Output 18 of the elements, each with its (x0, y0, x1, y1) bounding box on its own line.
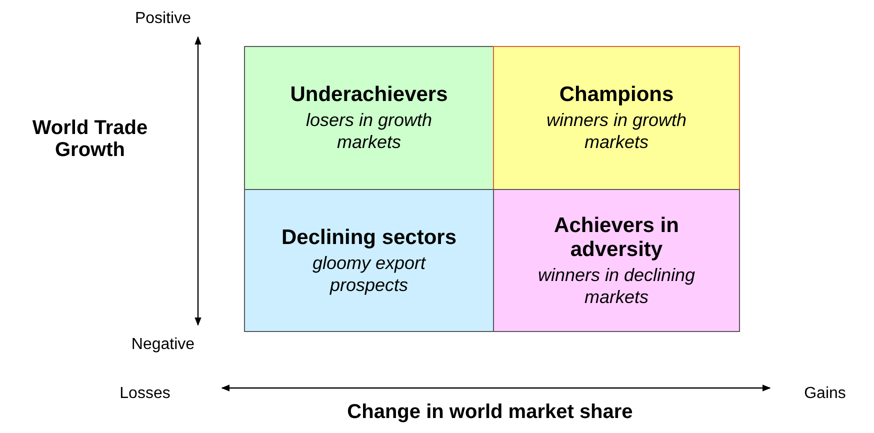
axis-end-label: Positive (134, 9, 192, 29)
axis-end-label: Losses (118, 384, 172, 404)
quadrant-description: gloomy export prospects (311, 252, 427, 296)
axis-title: Change in world market share (346, 401, 634, 423)
axis-title: World Trade Growth (31, 117, 149, 161)
quadrant-title: Declining sectors (281, 226, 457, 250)
quadrant-box (493, 189, 740, 332)
quadrant-box (244, 46, 494, 190)
axis-end-label: Negative (130, 335, 196, 355)
quadrant-description: losers in growth markets (304, 109, 434, 153)
quadrant-description: winners in growth markets (545, 109, 688, 153)
axis-end-label: Gains (803, 384, 847, 404)
quadrant-box (493, 46, 740, 190)
quadrant-description: winners in declining markets (536, 264, 696, 308)
quadrant-title: Achievers in adversity (553, 214, 680, 262)
quadrant-title: Underachievers (290, 83, 448, 107)
quadrant-title: Champions (559, 83, 674, 107)
quadrant-box (244, 189, 494, 332)
